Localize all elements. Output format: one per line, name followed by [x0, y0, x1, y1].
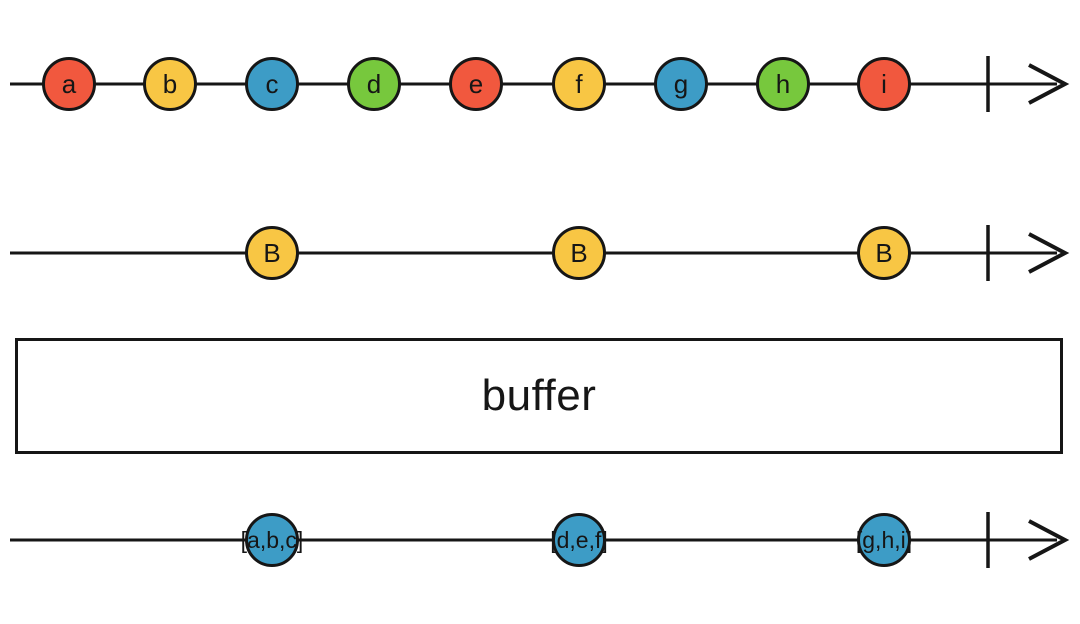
marble-def: [d,e,f] — [550, 513, 608, 567]
marble-e: e — [449, 57, 503, 111]
marble-ghi: [g,h,i] — [855, 513, 913, 567]
marble-label: [d,e,f] — [550, 526, 608, 553]
marble-label: e — [468, 69, 484, 99]
marble-label: B — [875, 238, 893, 268]
marble-d: d — [347, 57, 401, 111]
marble-label: i — [881, 69, 887, 99]
marble-f: f — [552, 57, 606, 111]
arrow-head-icon — [1028, 232, 1070, 274]
marble-label: B — [570, 238, 588, 268]
marble-b: B — [552, 226, 606, 280]
marble-b: b — [143, 57, 197, 111]
operator-box: buffer — [15, 338, 1063, 454]
marble-b: B — [245, 226, 299, 280]
operator-label: buffer — [481, 371, 597, 420]
marble-label: [g,h,i] — [855, 526, 913, 553]
marble-label: [a,b,c] — [240, 526, 304, 553]
marble-label: d — [366, 69, 382, 99]
marble-g: g — [654, 57, 708, 111]
marble-label: f — [575, 69, 583, 99]
arrow-head-icon — [1028, 63, 1070, 105]
marble-label: B — [263, 238, 281, 268]
marble-label: c — [265, 69, 279, 99]
marble-label: h — [775, 69, 791, 99]
marble-a: a — [42, 57, 96, 111]
marble-c: c — [245, 57, 299, 111]
marble-abc: [a,b,c] — [241, 513, 303, 567]
marble-label: g — [673, 69, 689, 99]
marble-i: i — [857, 57, 911, 111]
marble-b: B — [857, 226, 911, 280]
marble-label: b — [162, 69, 178, 99]
marble-label: a — [61, 69, 77, 99]
arrow-head-icon — [1028, 519, 1070, 561]
marble-h: h — [756, 57, 810, 111]
